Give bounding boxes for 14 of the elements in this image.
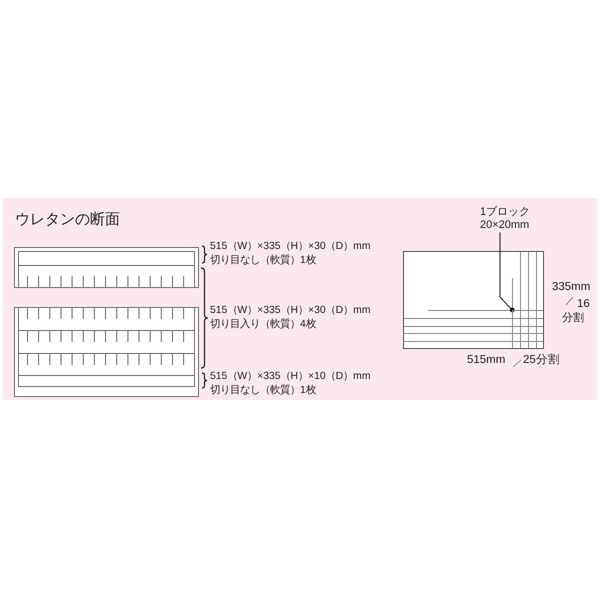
description-label: 切り目入り（軟質）4枚	[210, 319, 316, 332]
title: ウレタンの断面	[15, 211, 120, 229]
description-label: 切り目なし（軟質）1枚	[210, 255, 316, 268]
division-label: 25分割	[523, 354, 560, 368]
size-label: 515（W）×335（H）×30（D）mm	[210, 241, 370, 254]
size-label: 515（W）×335（H）×30（D）mm	[210, 305, 370, 318]
dimension-label: 335mm	[552, 281, 590, 295]
callout-label: 1ブロック 20×20mm	[480, 206, 530, 232]
description-label: 切り目なし（軟質）1枚	[210, 385, 316, 398]
division-count-label: 16	[577, 298, 590, 312]
division-label: 分割	[562, 312, 584, 326]
size-label: 515（W）×335（H）×10（D）mm	[210, 371, 370, 384]
leader-line	[500, 232, 515, 312]
dimension-label: 515mm	[467, 354, 506, 368]
